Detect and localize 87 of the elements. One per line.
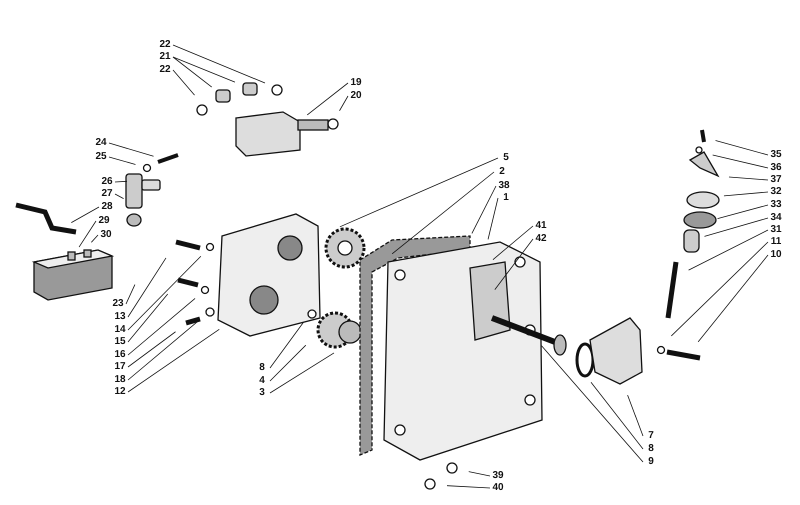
leader-line: [494, 238, 534, 290]
leader-line: [128, 294, 168, 342]
leader-line: [172, 70, 195, 96]
callout-number: 10: [768, 249, 784, 261]
leader-line: [128, 320, 200, 380]
callout-number: 13: [112, 311, 128, 323]
leader-line: [108, 156, 136, 165]
callout-number: 26: [99, 176, 115, 188]
leader-line: [270, 322, 304, 368]
callout-number: 5: [498, 152, 514, 164]
leader-line: [172, 56, 236, 83]
callout-number: 4: [254, 375, 270, 387]
leader-line: [492, 226, 534, 260]
leader-line: [472, 186, 496, 234]
leader-line: [715, 140, 768, 156]
leader-line: [128, 256, 202, 330]
leader-line: [114, 194, 124, 200]
leader-line: [128, 331, 176, 368]
callout-number: 33: [768, 199, 784, 211]
callout-number: 9: [643, 456, 659, 468]
callout-number: 23: [110, 298, 126, 310]
leader-line: [270, 344, 306, 382]
callout-number: 30: [98, 229, 114, 241]
callout-number: 8: [643, 443, 659, 455]
callout-number: 19: [348, 77, 364, 89]
callout-number: 15: [112, 336, 128, 348]
callout-number: 17: [112, 361, 128, 373]
leader-line: [590, 382, 644, 450]
callout-number: 24: [93, 137, 109, 149]
leader-line: [717, 204, 768, 220]
callout-number: 22: [157, 39, 173, 51]
leader-line: [468, 471, 490, 476]
leader-line: [114, 180, 128, 182]
leader-line: [728, 176, 768, 180]
leader-line: [90, 234, 98, 243]
callout-number: 28: [99, 201, 115, 213]
callout-number: 25: [93, 151, 109, 163]
callout-number: 22: [157, 64, 173, 76]
callout-number: 12: [112, 386, 128, 398]
leader-line: [704, 218, 768, 237]
callout-number: 11: [768, 236, 784, 248]
leader-line: [172, 44, 266, 84]
leader-line: [108, 142, 154, 157]
leader-line: [698, 254, 768, 342]
leader-line: [670, 242, 768, 336]
callout-number: 29: [96, 215, 112, 227]
leader-line: [306, 82, 348, 116]
callout-number: 32: [768, 186, 784, 198]
leader-line: [128, 328, 220, 392]
callout-number: 36: [768, 162, 784, 174]
callout-number: 3: [254, 387, 270, 399]
callout-number: 18: [112, 374, 128, 386]
leader-line: [392, 172, 494, 254]
leader-line: [172, 56, 212, 88]
leader-line: [340, 158, 498, 228]
callout-number: 20: [348, 90, 364, 102]
callout-number: 1: [498, 192, 514, 204]
callout-number: 39: [490, 470, 506, 482]
callout-number: 31: [768, 224, 784, 236]
leader-line: [128, 298, 196, 356]
leader-line: [541, 345, 644, 462]
callout-number: 34: [768, 212, 784, 224]
callout-number: 38: [496, 180, 512, 192]
leader-line: [488, 198, 498, 240]
leader-line: [270, 352, 334, 394]
leader-line: [126, 284, 136, 304]
leader-line: [712, 154, 768, 168]
leader-line: [688, 230, 768, 271]
callout-number: 41: [533, 220, 549, 232]
callout-number: 7: [643, 430, 659, 442]
leader-line: [78, 220, 96, 248]
callout-number: 27: [99, 188, 115, 200]
leader-line: [724, 192, 768, 196]
callout-number: 14: [112, 324, 128, 336]
callout-number: 37: [768, 174, 784, 186]
leader-line: [627, 394, 644, 436]
callout-number: 8: [254, 362, 270, 374]
callout-number: 16: [112, 349, 128, 361]
callout-number: 40: [490, 482, 506, 494]
leader-line: [128, 258, 166, 318]
callout-number: 42: [533, 233, 549, 245]
callout-number: 21: [157, 51, 173, 63]
callout-number: 2: [494, 166, 510, 178]
callout-number: 35: [768, 149, 784, 161]
leader-line: [70, 206, 100, 224]
leader-line: [339, 96, 348, 112]
leader-line: [446, 485, 490, 488]
